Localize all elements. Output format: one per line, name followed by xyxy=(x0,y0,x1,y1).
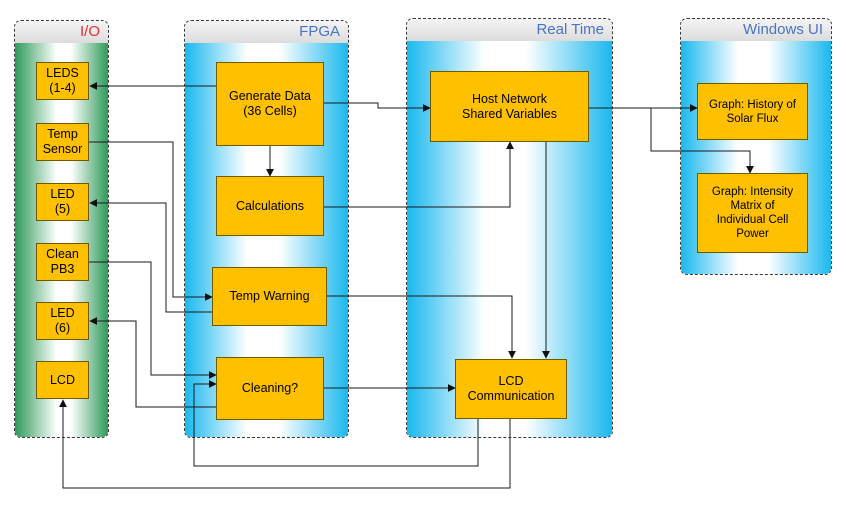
calculations-block[interactable]: Calculations xyxy=(216,176,324,236)
fpga-panel-title: FPGA xyxy=(185,21,348,43)
generate-data-block[interactable]: Generate Data (36 Cells) xyxy=(216,62,324,146)
io-panel-title: I/O xyxy=(15,21,108,43)
cleaning-block[interactable]: Cleaning? xyxy=(216,357,324,420)
led-6-block[interactable]: LED (6) xyxy=(36,302,89,340)
realtime-panel-title: Real Time xyxy=(407,19,612,41)
lcd-block[interactable]: LCD xyxy=(36,361,89,399)
led-5-block[interactable]: LED (5) xyxy=(36,183,89,221)
graph-intensity-matrix-block[interactable]: Graph: Intensity Matrix of Individual Ce… xyxy=(697,173,808,253)
graph-solar-flux-block[interactable]: Graph: History of Solar Flux xyxy=(697,83,808,140)
lcd-communication-block[interactable]: LCD Communication xyxy=(455,359,567,419)
leds-1-4-block[interactable]: LEDS (1-4) xyxy=(36,62,89,100)
temp-warning-block[interactable]: Temp Warning xyxy=(212,267,327,326)
windows-panel-title: Windows UI xyxy=(681,19,831,41)
host-network-block[interactable]: Host Network Shared Variables xyxy=(430,71,589,142)
temp-sensor-block[interactable]: Temp Sensor xyxy=(36,123,89,161)
clean-pb3-block[interactable]: Clean PB3 xyxy=(36,243,89,281)
